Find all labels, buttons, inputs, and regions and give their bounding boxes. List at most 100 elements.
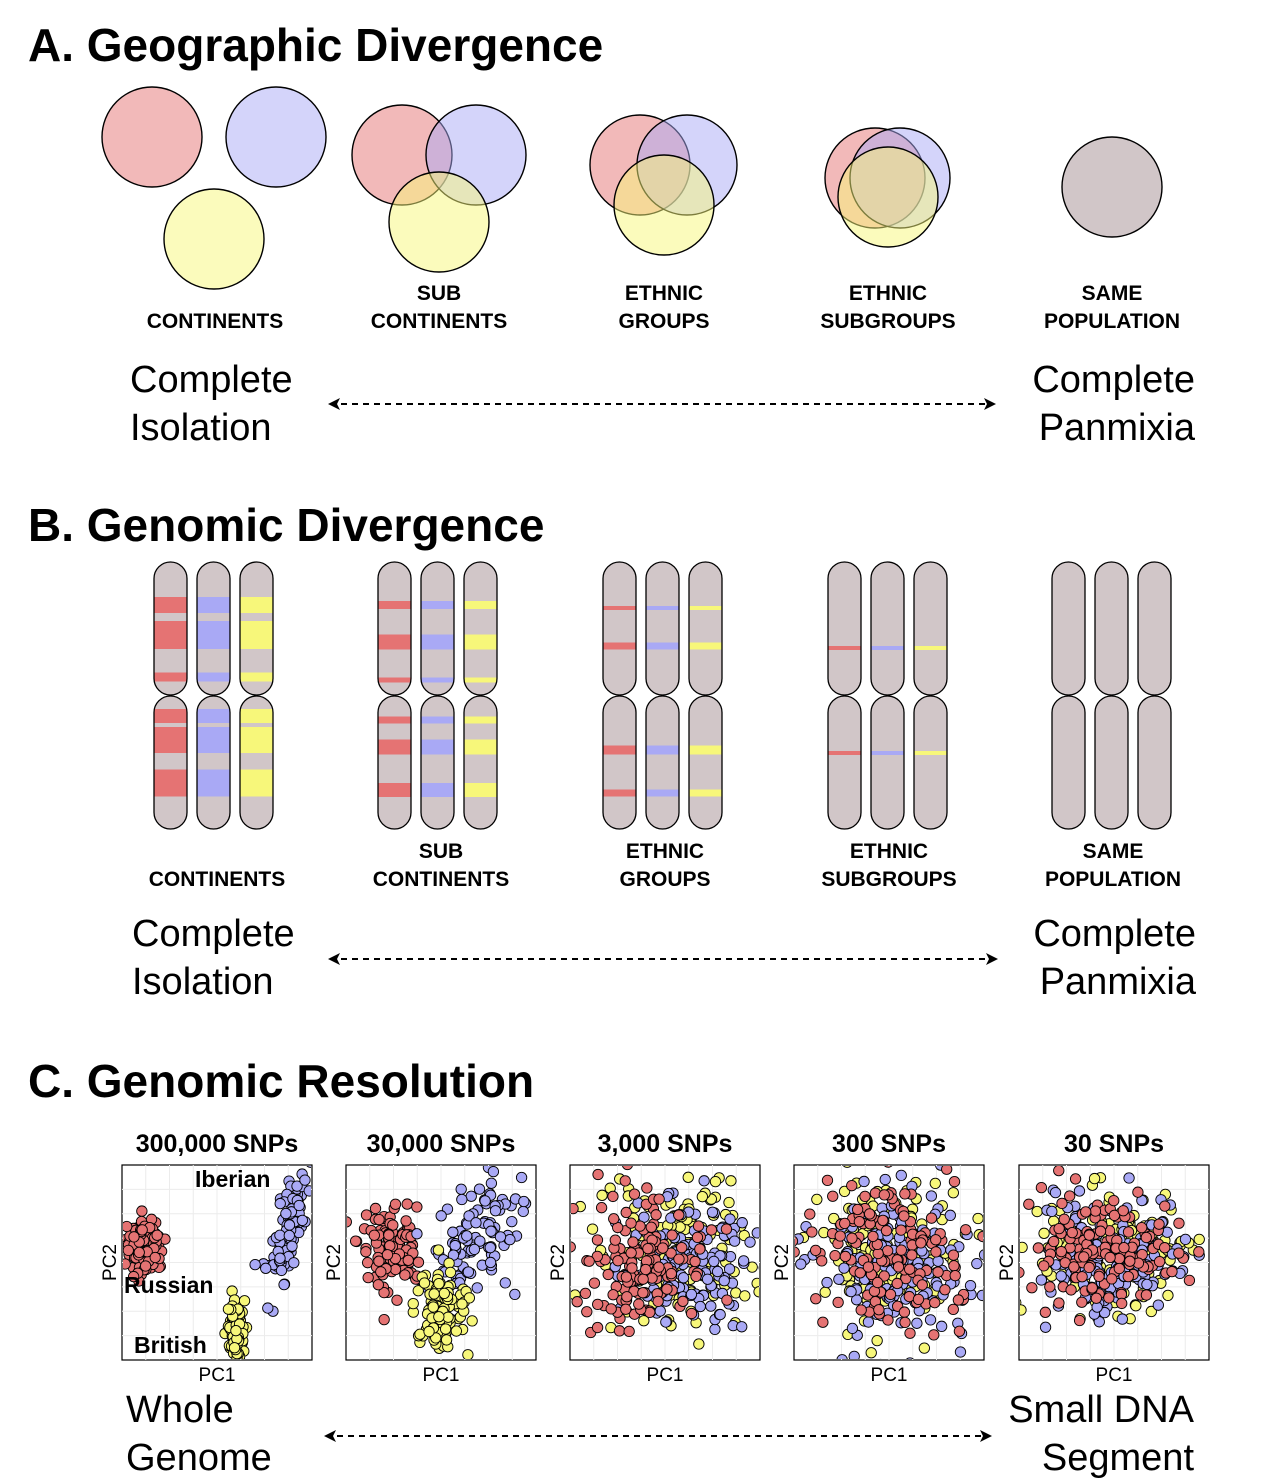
scatter-point <box>972 1212 983 1225</box>
scatter-point <box>949 1269 961 1282</box>
chromosome-band <box>689 606 722 610</box>
label-a-4-line1: ETHNIC <box>849 282 927 305</box>
scatter-point <box>609 1234 621 1246</box>
scatter-point <box>1044 1281 1056 1293</box>
chromosome-band <box>240 769 273 797</box>
chromosome-band <box>646 606 679 610</box>
scatter-point <box>929 1297 941 1309</box>
venn-ethnic-groups <box>589 114 738 256</box>
scatter-point <box>673 1253 685 1265</box>
scatter-point <box>1068 1261 1080 1273</box>
scatter-point <box>638 1315 650 1327</box>
scatter-point <box>685 1307 698 1320</box>
label-b-3-line2: GROUPS <box>619 868 710 891</box>
scatter-point <box>1088 1172 1101 1185</box>
left-end-a-line1: Complete <box>130 359 293 401</box>
snp-count-label: 300,000 SNPs <box>136 1130 299 1158</box>
scatter-point <box>811 1193 823 1206</box>
scatter-point <box>904 1263 916 1275</box>
chromosome-groups <box>153 561 1172 830</box>
scatter-point <box>701 1273 714 1285</box>
scatter-point <box>1026 1282 1038 1294</box>
scatter-point <box>1048 1235 1060 1248</box>
scatter-point <box>834 1230 846 1242</box>
scatter-point <box>1078 1251 1090 1263</box>
scatter-point <box>484 1256 497 1269</box>
section-a-title: A. Geographic Divergence <box>28 19 604 71</box>
scatter-point <box>1173 1217 1185 1229</box>
chromosome-band <box>421 601 454 609</box>
x-axis-label: PC1 <box>423 1365 460 1386</box>
scatter-point <box>846 1180 858 1192</box>
scatter-point <box>764 1297 774 1307</box>
scatter-point <box>676 1241 688 1254</box>
label-b-5-line1: SAME <box>1083 840 1144 863</box>
scatter-point <box>976 1289 983 1302</box>
scatter-point <box>487 1166 500 1178</box>
scatter-point <box>123 1244 134 1257</box>
scatter-point <box>1020 1298 1022 1307</box>
scatter-point <box>706 1206 719 1218</box>
scatter-point <box>657 1242 669 1254</box>
scatter-point <box>627 1236 639 1248</box>
scatter-point <box>1080 1206 1092 1218</box>
scatter-point <box>661 1283 673 1295</box>
scatter-point <box>915 1237 927 1249</box>
chromosome-band <box>689 642 722 650</box>
scatter-point <box>871 1276 884 1289</box>
chromosome <box>1138 696 1171 829</box>
scatter-point <box>879 1173 891 1186</box>
scatter-point <box>1032 1242 1045 1254</box>
scatter-point <box>916 1279 928 1291</box>
scatter-point <box>579 1287 592 1299</box>
scatter-point <box>399 1269 411 1281</box>
chromosome <box>197 562 230 695</box>
scatter-point <box>836 1354 848 1359</box>
scatter-point <box>607 1190 619 1203</box>
scatter-point <box>468 1243 481 1256</box>
label-a-3-line2: GROUPS <box>618 310 709 333</box>
scatter-point <box>1038 1227 1050 1239</box>
chromosome <box>1095 562 1128 695</box>
scatter-point <box>899 1316 911 1329</box>
scatter-point <box>884 1288 897 1301</box>
scatter-point <box>960 1224 972 1236</box>
scatter-point <box>1108 1194 1120 1207</box>
scatter-point <box>984 1207 994 1217</box>
chromosome <box>603 696 636 829</box>
chromosome-band <box>154 709 187 723</box>
scatter-point <box>463 1210 475 1222</box>
chromosome <box>871 696 904 829</box>
chromosome-band <box>378 677 411 683</box>
chromosome <box>464 696 497 829</box>
scatter-point <box>368 1229 380 1241</box>
chromosome-band <box>197 727 230 753</box>
scatter-point <box>641 1182 653 1194</box>
y-axis-label: PC2 <box>772 1244 793 1281</box>
y-axis-label: PC2 <box>548 1244 569 1281</box>
scatter-point <box>925 1212 938 1224</box>
scatter-point <box>389 1198 402 1210</box>
scatter-point <box>653 1261 665 1273</box>
scatter-point <box>880 1225 893 1237</box>
scatter-point <box>753 1286 759 1298</box>
scatter-point <box>1056 1197 1068 1210</box>
scatter-point <box>806 1226 818 1238</box>
scatter-point <box>1073 1185 1086 1197</box>
scatter-point <box>845 1286 857 1298</box>
scatter-point <box>1038 1260 1050 1272</box>
scatter-point <box>871 1335 883 1347</box>
scatter-point <box>1136 1222 1148 1234</box>
scatter-point <box>595 1202 608 1214</box>
scatter-point <box>696 1191 709 1203</box>
scatter-point <box>795 1258 807 1270</box>
scatter-point <box>728 1235 741 1247</box>
scatter-point <box>633 1298 645 1310</box>
scatter-point <box>588 1277 601 1289</box>
chromosome <box>378 562 411 695</box>
scatter-point <box>924 1314 937 1326</box>
label-b-3-line1: ETHNIC <box>626 840 704 863</box>
